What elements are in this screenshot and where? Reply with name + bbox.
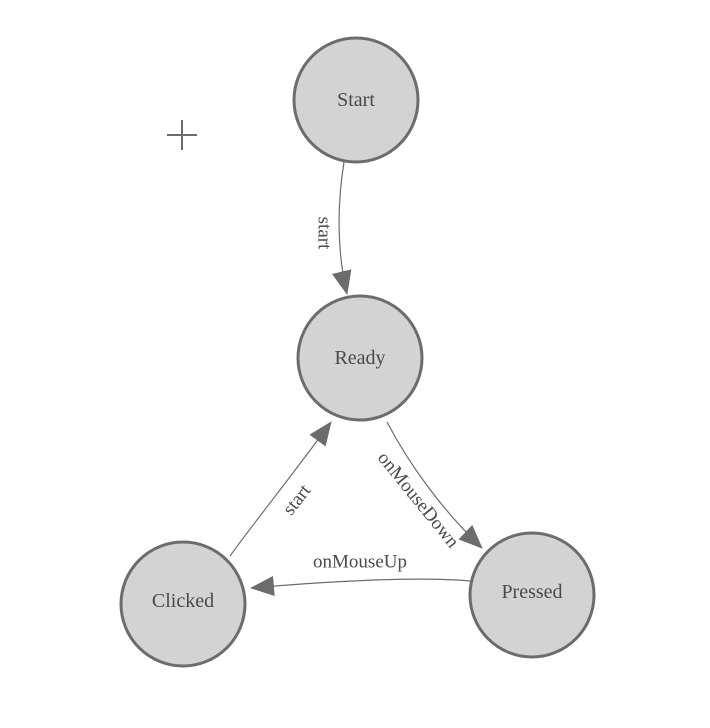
state-label: Ready (334, 347, 385, 369)
state-node-pressed[interactable]: Pressed (468, 531, 596, 659)
transition-pressed-to-clicked[interactable]: onMouseUp (250, 552, 471, 596)
transition-line[interactable] (250, 576, 471, 596)
state-node-start[interactable]: Start (292, 36, 420, 164)
state-label: Clicked (152, 590, 214, 612)
state-circle (119, 540, 247, 668)
state-label: Pressed (501, 581, 562, 603)
transition-start-to-ready[interactable]: start (314, 161, 352, 295)
transition-ready-to-pressed[interactable]: onMouseDown (373, 421, 483, 553)
transition-line[interactable] (229, 421, 332, 557)
transition-clicked-to-ready[interactable]: start (229, 421, 332, 557)
origin-crosshair-icon (167, 120, 197, 150)
transition-label: onMouseDown (373, 448, 463, 553)
transition-label: onMouseUp (313, 552, 407, 573)
state-circle (296, 294, 424, 422)
state-circle (468, 531, 596, 659)
transition-label: start (279, 480, 316, 519)
state-node-ready[interactable]: Ready (296, 294, 424, 422)
transition-line[interactable] (386, 421, 483, 549)
state-node-clicked[interactable]: Clicked (119, 540, 247, 668)
state-label: Start (337, 89, 375, 111)
state-circle (292, 36, 420, 164)
transition-line[interactable] (331, 161, 352, 295)
transition-label: start (314, 217, 335, 250)
